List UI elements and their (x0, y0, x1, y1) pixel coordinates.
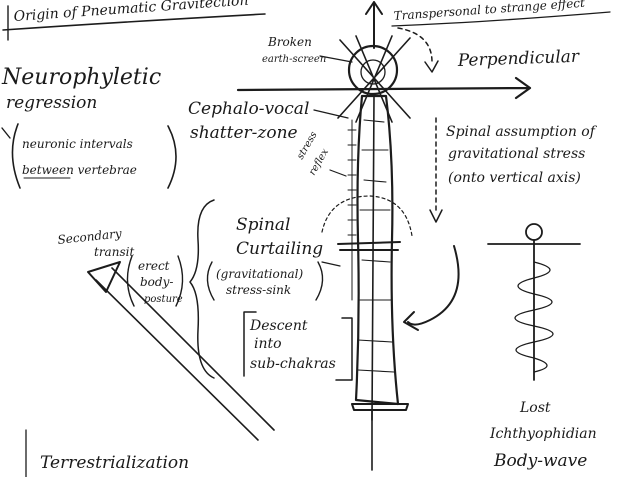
stress-sink-label: stress-sink (226, 283, 291, 297)
between-vertebrae-label: between vertebrae (22, 163, 137, 177)
grav-paren-left (207, 262, 214, 300)
spinal-ladder (348, 120, 356, 300)
neuronic-intervals-label: neuronic intervals (22, 137, 133, 151)
curtailing-bracket (190, 200, 214, 378)
figure-feet (352, 404, 408, 410)
vertical-axis-arrow (366, 2, 382, 48)
figure-head (349, 46, 397, 94)
descent-label: Descent (249, 318, 308, 334)
curtailing-pointer (322, 262, 340, 266)
neuronic-paren-right (168, 126, 176, 188)
perpendicular-label: Perpendicular (456, 47, 580, 71)
erect-label: erect (138, 259, 170, 273)
lower-dashed-arc (322, 196, 412, 236)
into-label: into (254, 336, 282, 352)
shatter-zone-label: shatter-zone (190, 123, 298, 143)
small-figure-head (526, 224, 542, 240)
ichthyophidian-label: Ichthyophidian (489, 426, 597, 442)
cephalo-pointer (314, 110, 348, 118)
curved-return-arrowhead (404, 312, 418, 330)
curved-return-arrow (408, 246, 459, 325)
posture-label: posture (144, 294, 183, 305)
spinal-assumption-label: Spinal assumption of (446, 124, 598, 140)
spinal-assumption-arrowhead (430, 210, 442, 222)
neurophyletic-title: Neurophyletic (1, 65, 161, 90)
figure-scribble (358, 120, 394, 372)
transpersonal-label: Transpersonal to strange effect (393, 0, 585, 23)
onto-vertical-axis-label: (onto vertical axis) (448, 170, 581, 186)
erect-paren-left (127, 256, 134, 306)
spinal-label: Spinal (236, 215, 291, 235)
neuronic-paren-left (12, 124, 20, 188)
reflex-label: reflex (307, 147, 331, 178)
broken-label: Broken (267, 35, 312, 49)
body-wave-label: Body-wave (493, 451, 587, 471)
body-label: body- (140, 275, 173, 289)
curtailing-label: Curtailing (236, 239, 323, 259)
left-margin-mark (2, 128, 10, 138)
terrestrialization-label: Terrestrialization (40, 453, 189, 473)
transpersonal-arrowhead (425, 61, 438, 72)
earth-screen-label: earth-screen (262, 54, 326, 65)
lost-label: Lost (519, 400, 551, 416)
gravitational-stress-label: gravitational stress (448, 146, 585, 162)
stress-reflex-arrow (330, 170, 346, 176)
sub-chakras-label: sub-chakras (250, 356, 336, 372)
transit-label: transit (94, 245, 134, 259)
gravitational-label: (gravitational) (216, 267, 303, 281)
waist-mark (338, 242, 400, 250)
secondary-label: Secondary (57, 226, 123, 247)
regression-label: regression (6, 93, 97, 113)
cephalo-vocal-label: Cephalo-vocal (188, 99, 309, 119)
grav-paren-right (316, 262, 323, 300)
